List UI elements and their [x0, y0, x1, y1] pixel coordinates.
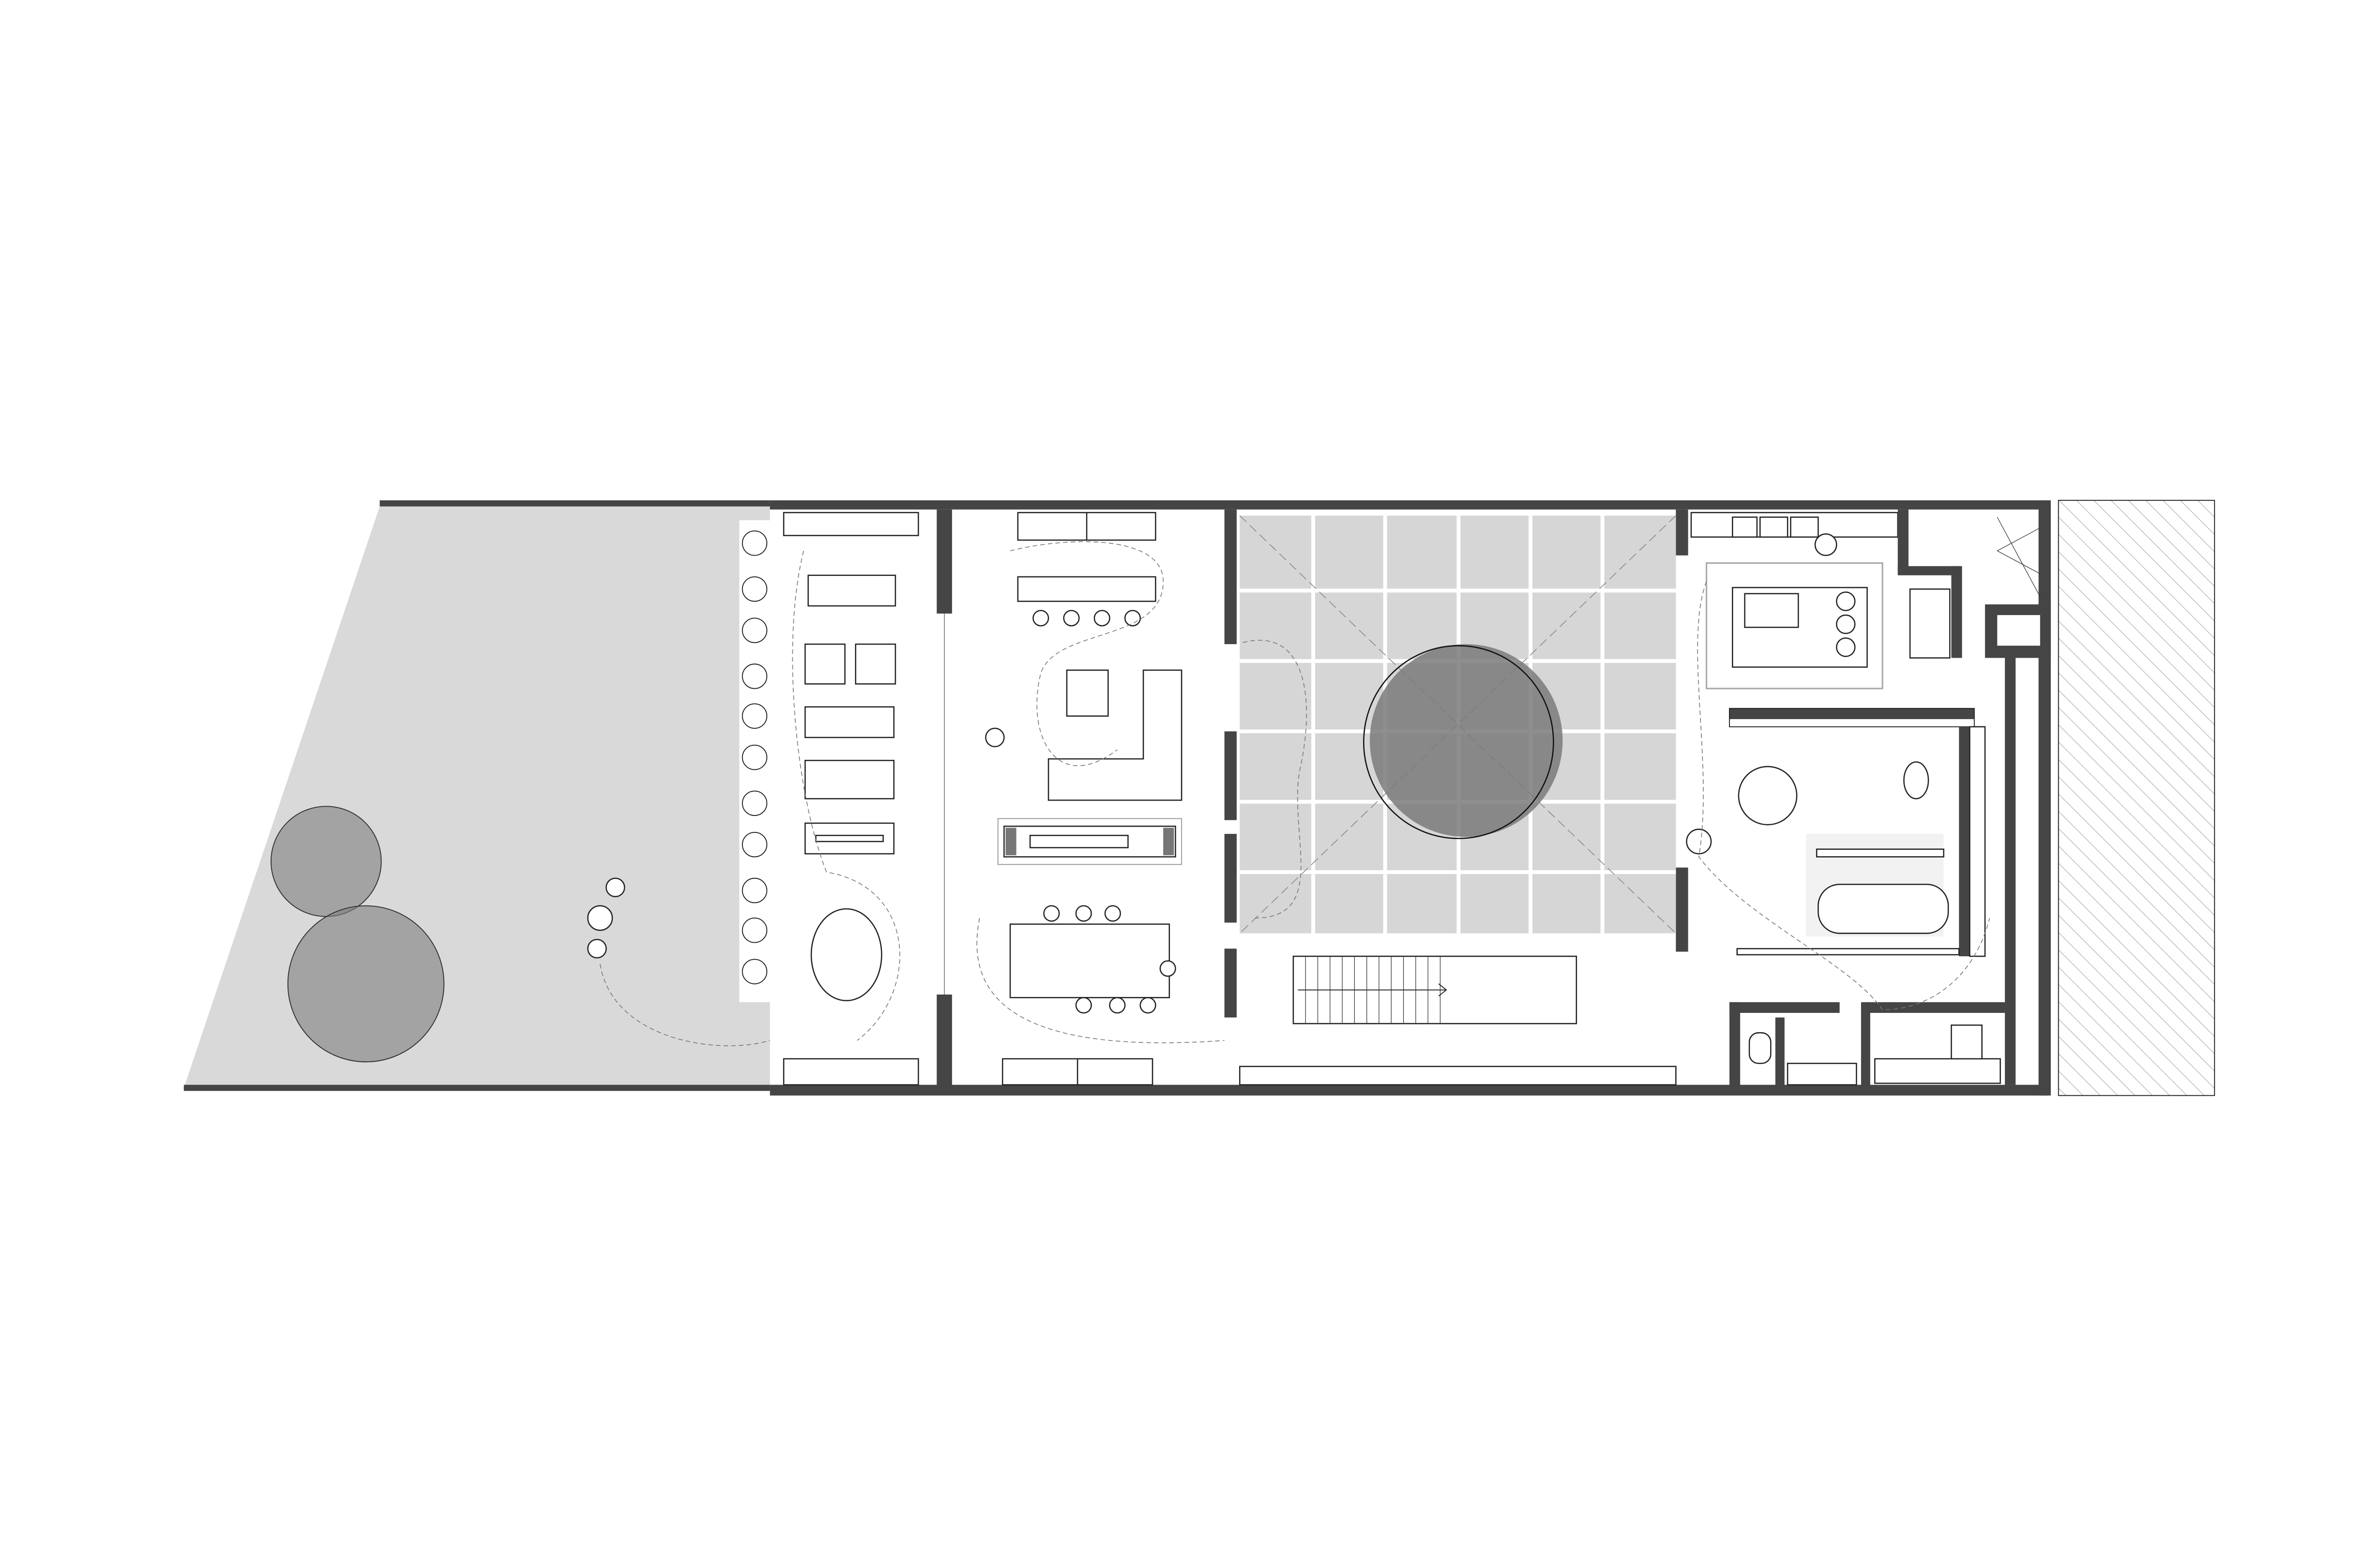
terrace — [783, 512, 919, 1086]
tree-icon — [271, 806, 445, 1063]
bar-counter — [1017, 576, 1156, 602]
sofa — [1047, 669, 1182, 801]
round-table — [810, 908, 882, 1001]
stair-arrow-icon — [1298, 983, 1447, 996]
plant-icon — [739, 520, 770, 1002]
person-icon — [1814, 533, 1837, 556]
adjacent-property — [2058, 499, 2215, 1096]
interior-walls — [937, 509, 1688, 1086]
staircase — [1239, 955, 1677, 1086]
person-icon — [985, 727, 1005, 748]
void-opening — [1369, 644, 1563, 837]
person-icon — [587, 877, 625, 959]
sofa — [1818, 884, 1949, 934]
coffee-table — [1066, 669, 1109, 717]
outer-walls — [770, 500, 2051, 1096]
plant-icon — [1951, 1024, 1983, 1060]
dining-table — [1009, 923, 1170, 998]
courtyard — [1239, 515, 1676, 934]
living-room — [976, 512, 1225, 1086]
kitchen-wing — [1686, 509, 2051, 1086]
garden — [183, 500, 770, 1091]
round-table — [1738, 766, 1798, 826]
person-icon — [1686, 829, 1712, 855]
cat-icon — [1903, 761, 1929, 799]
